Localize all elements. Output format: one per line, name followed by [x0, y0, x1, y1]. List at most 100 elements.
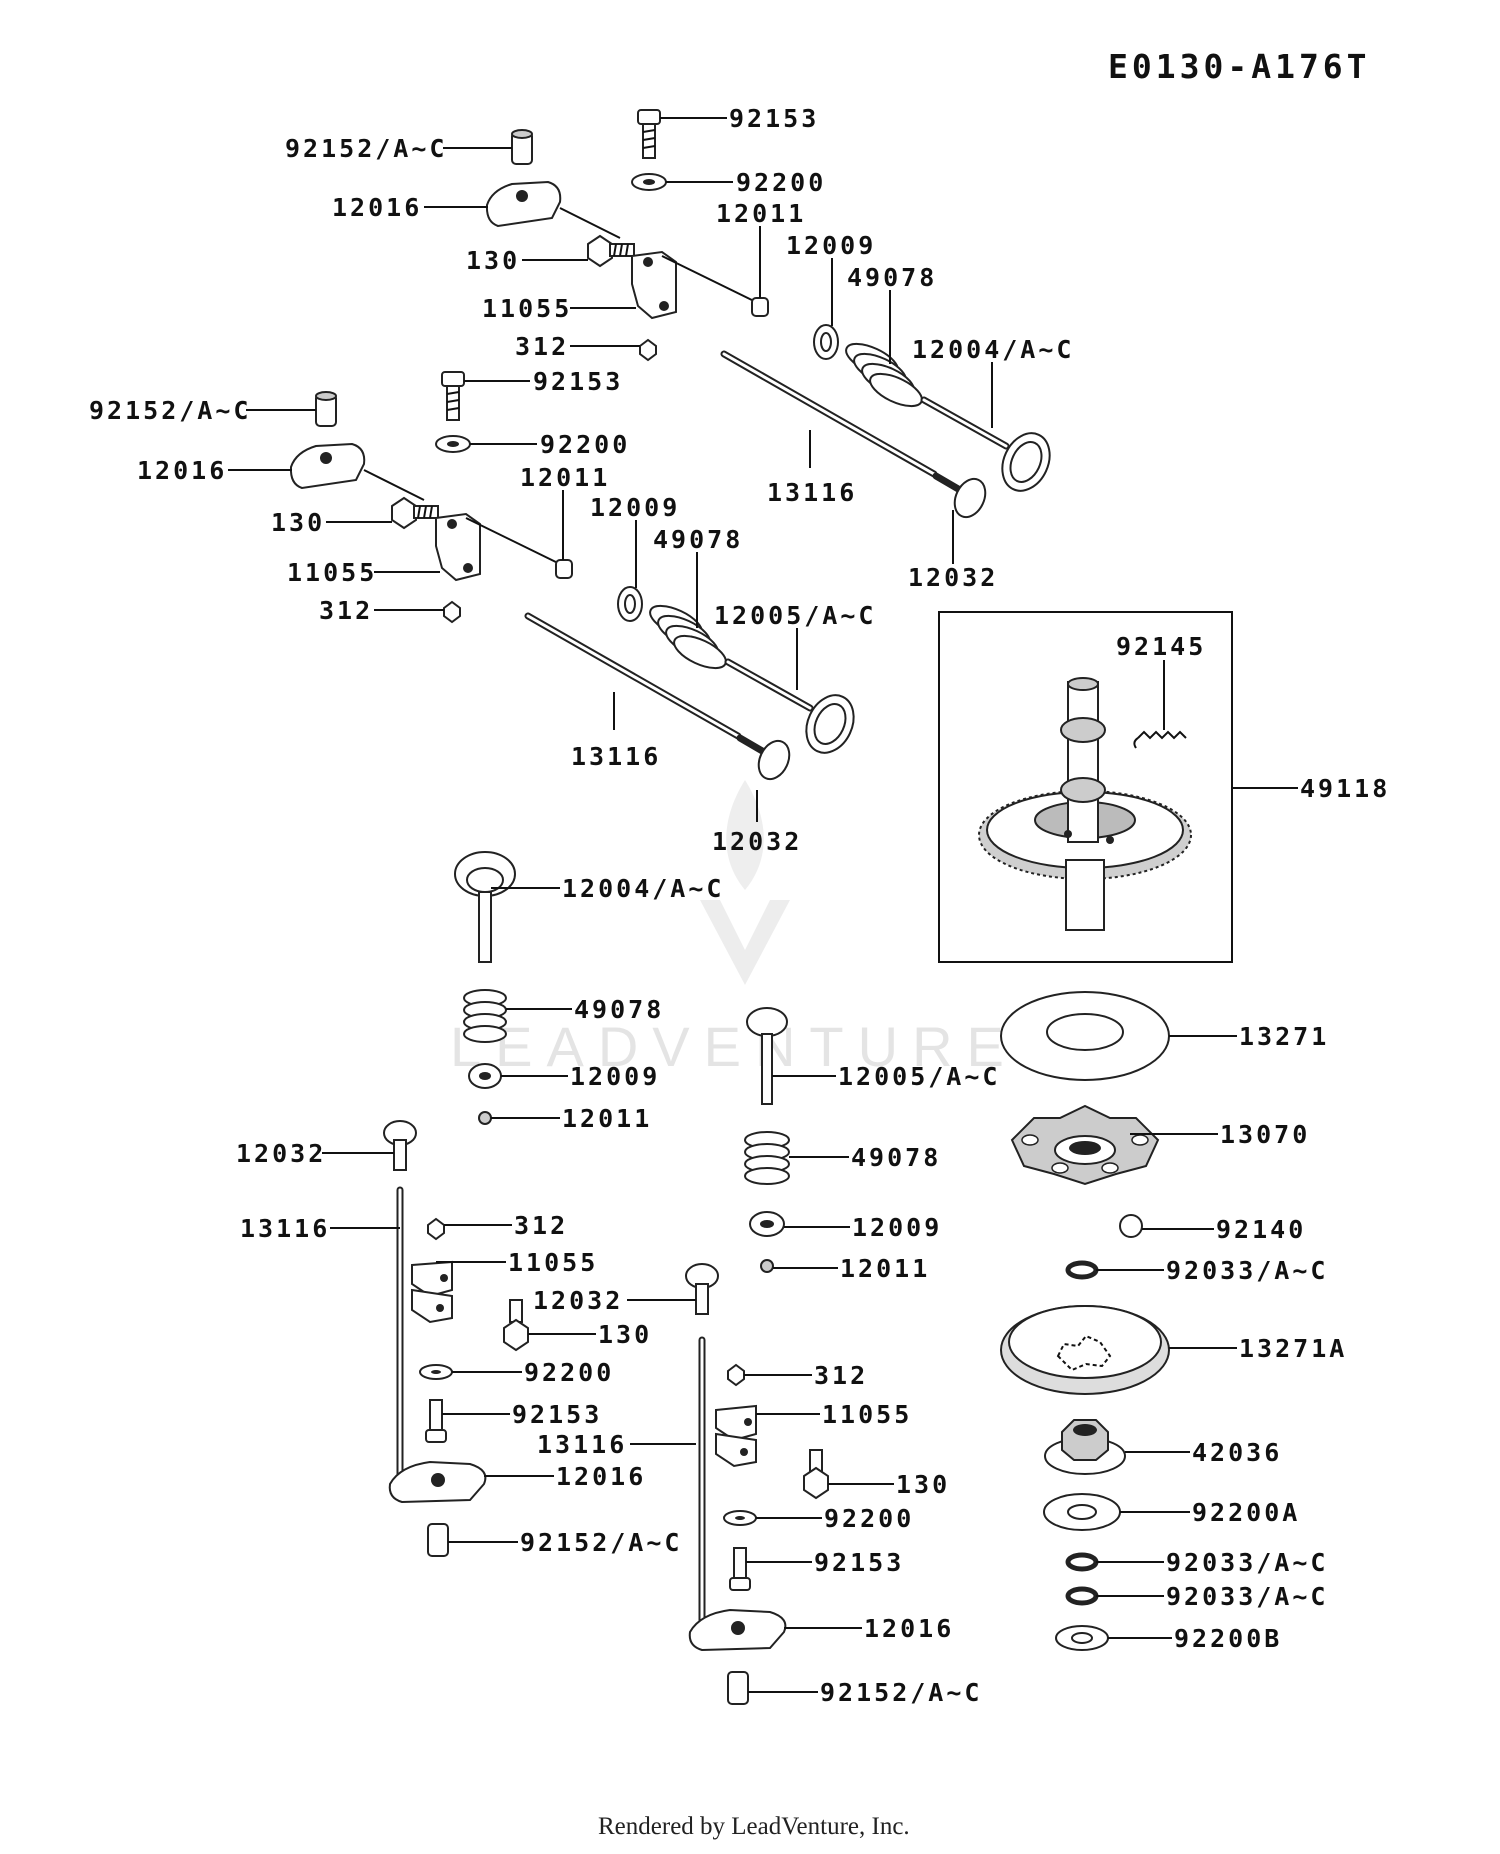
part-label: 92153 [729, 104, 819, 133]
part-label: 12004/A~C [562, 874, 724, 903]
camshaft-box [938, 611, 1233, 963]
part-label: 49118 [1300, 774, 1390, 803]
part-label: 92153 [512, 1400, 602, 1429]
part-label: 11055 [822, 1400, 912, 1429]
bolt-130-part [503, 1299, 529, 1352]
part-label: 312 [514, 1211, 568, 1240]
guide-11055-part [715, 1404, 757, 1442]
lower-left-valve-stack [383, 851, 529, 1557]
ring-92033-part [1065, 1552, 1099, 1572]
part-label: 13116 [537, 1430, 627, 1459]
part-label: 12009 [570, 1062, 660, 1091]
spring-49078-part [744, 1131, 790, 1185]
part-label: 49078 [847, 263, 937, 292]
diagram-code: E0130-A176T [1108, 47, 1371, 86]
part-label: 12011 [716, 199, 806, 228]
part-label: 49078 [653, 525, 743, 554]
part-label: 12011 [840, 1254, 930, 1283]
part-label: 92152/A~C [285, 134, 447, 163]
part-label: 92153 [814, 1548, 904, 1577]
bolt-92153-part [441, 371, 465, 421]
part-label: 13271 [1239, 1022, 1329, 1051]
cap-12011-part [760, 1259, 774, 1273]
guide-11055-part [631, 250, 677, 320]
rocker-arm-12016-part [485, 180, 562, 228]
part-label: 92152/A~C [820, 1678, 982, 1707]
bolt-92153-part [637, 109, 661, 159]
gear-42036-part [1044, 1419, 1126, 1475]
part-label: 12016 [137, 456, 227, 485]
ring-92033-part [1065, 1260, 1099, 1280]
part-label: 12032 [236, 1139, 326, 1168]
spring-49078-part [845, 342, 923, 408]
part-label: 13116 [240, 1214, 330, 1243]
part-label: 92140 [1216, 1215, 1306, 1244]
bolt-130-part [803, 1449, 829, 1500]
nut-312-part [639, 338, 657, 362]
watermark-text: LEADVENTURE [450, 1015, 1018, 1078]
part-label: 12009 [852, 1213, 942, 1242]
bolt-130-part [391, 496, 439, 530]
part-label: 92200B [1174, 1624, 1282, 1653]
part-label: 92033/A~C [1166, 1582, 1328, 1611]
upper-rocker-group-1 [485, 109, 1051, 519]
part-label: 12011 [520, 463, 610, 492]
guide-11055-part [435, 512, 481, 582]
part-label: 12016 [332, 193, 422, 222]
part-label: 130 [466, 246, 520, 275]
ring-92033-part [1065, 1586, 1099, 1606]
part-label: 12032 [712, 827, 802, 856]
governor-stack [1000, 991, 1170, 1651]
part-label: 92200 [824, 1504, 914, 1533]
tappet-12032-part [736, 734, 791, 781]
part-label: 92033/A~C [1166, 1548, 1328, 1577]
bolt-92153-part [425, 1399, 447, 1443]
cup-13271A-part [1000, 1305, 1170, 1395]
sleeve-92152-part [427, 1523, 449, 1557]
nut-312-part [727, 1363, 745, 1387]
part-label: 12009 [590, 493, 680, 522]
holder-13070-part [1010, 1104, 1160, 1186]
part-label: 49078 [851, 1143, 941, 1172]
part-label: 130 [598, 1320, 652, 1349]
watermark-logo [700, 780, 790, 985]
part-label: 130 [896, 1470, 950, 1499]
part-label: 12016 [556, 1462, 646, 1491]
cap-12011-part [478, 1111, 492, 1125]
part-label: 92200A [1192, 1498, 1300, 1527]
plate-13271-part [1000, 991, 1170, 1081]
part-label: 92200 [736, 168, 826, 197]
part-label: 12011 [562, 1104, 652, 1133]
part-label: 11055 [287, 558, 377, 587]
upper-rocker-group-2 [289, 371, 855, 781]
part-label: 92152/A~C [89, 396, 251, 425]
part-labels: 92153 92152/A~C 92200 12016 12011 130 12… [89, 104, 1390, 1707]
part-label: 92145 [1116, 632, 1206, 661]
footer-credit: Rendered by LeadVenture, Inc. [598, 1813, 910, 1840]
nut-312-part [427, 1217, 445, 1241]
spring-49078-part [463, 989, 507, 1043]
tappet-12032-part [383, 1120, 417, 1171]
part-label: 92152/A~C [520, 1528, 682, 1557]
part-label: 12032 [908, 563, 998, 592]
spring-92145-part [1133, 730, 1187, 749]
part-label: 12032 [533, 1286, 623, 1315]
part-label: 13116 [767, 478, 857, 507]
part-label: 12005/A~C [838, 1062, 1000, 1091]
tappet-12032-part [932, 472, 987, 519]
rocker-arm-12016-part [289, 442, 366, 490]
part-label: 312 [319, 596, 373, 625]
part-label: 92153 [533, 367, 623, 396]
cap-12011-part [555, 559, 573, 579]
part-label: 13271A [1239, 1334, 1347, 1363]
part-label: 12016 [864, 1614, 954, 1643]
nut-312-part [443, 600, 461, 624]
part-label: 11055 [482, 294, 572, 323]
valve-12005-part [746, 1007, 788, 1105]
part-label: 49078 [574, 995, 664, 1024]
leader-lines [228, 117, 1298, 1693]
part-label: 312 [515, 332, 569, 361]
part-label: 312 [814, 1361, 868, 1390]
